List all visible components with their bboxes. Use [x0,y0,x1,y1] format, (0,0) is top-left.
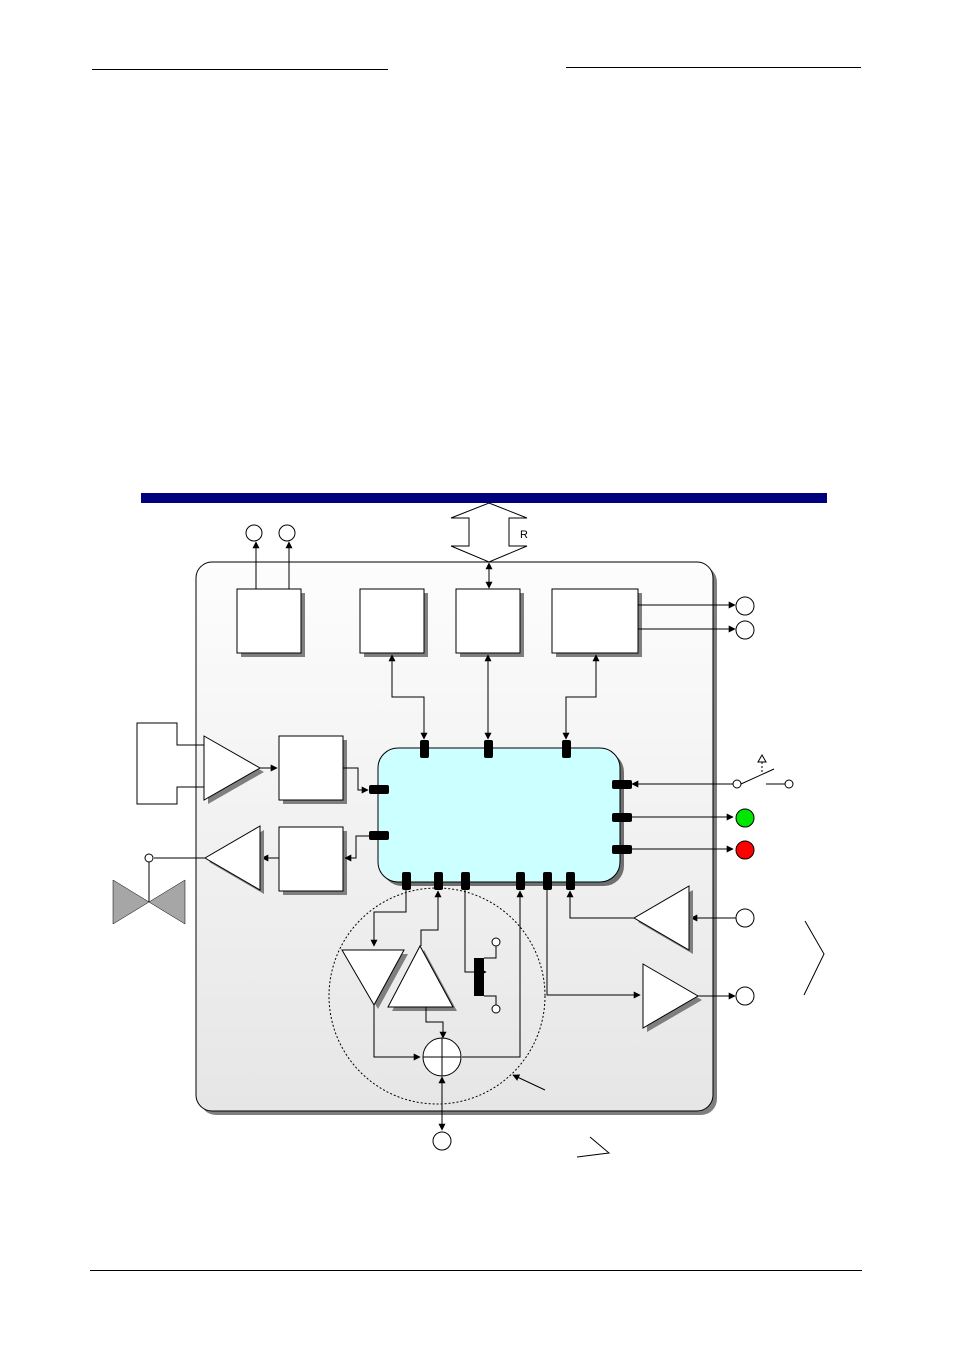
valve-icon [112,879,186,925]
output-amp [204,825,261,891]
switch-node-left [732,779,742,789]
adc-block [278,735,344,801]
terminal-input-right [735,908,755,928]
input-amp [203,735,262,801]
core-pins [369,740,632,890]
terminal-top-1 [245,524,263,542]
figure-title-bar [141,493,827,503]
switch-actuator-icon [757,753,767,763]
connector-adc-core [343,767,369,794]
terminal-output-right [735,986,755,1006]
right-input-amp [633,885,690,951]
led-green-icon [735,808,755,828]
connector-block2-core [388,654,428,740]
core-block [377,747,621,883]
terminal-right-2 [735,620,755,640]
connector-core-outamp [546,890,641,999]
connector-core-dac [344,835,369,862]
connector-tri2-sum [425,1007,447,1039]
connector-tri2-core [420,890,442,946]
potentiometer [474,958,484,996]
sensor-bracket [136,722,204,805]
callout-bottom-right [576,1136,611,1158]
dac-block [278,826,344,892]
top-blocks [236,588,642,657]
terminal-right-1 [735,596,755,616]
valve-stem-node [144,853,154,863]
terminal-top-2 [278,524,296,542]
connector-core-tri1 [370,890,407,947]
led-red-icon [735,840,755,860]
up-triangle [387,944,454,1008]
connector-tri1-sum [373,1005,421,1061]
connector-block4-core [562,654,600,740]
analog-group-outline [328,887,546,1105]
pot-lead-bottom [484,995,497,1005]
switch-node-right [784,779,794,789]
pot-node-top [491,937,501,947]
pot-lead-top [484,946,497,959]
down-triangle [341,949,405,1007]
connector-inamp-core [566,890,634,919]
bus-arrow [450,502,528,563]
footer-rule [90,1270,862,1271]
switch-blade [740,768,775,785]
bus-label: R [520,529,528,541]
terminal-bottom [432,1131,452,1151]
connector-sum-core [462,890,524,1058]
pot-node-bottom [491,1004,501,1014]
right-bracket [803,920,825,996]
header-rule-left [92,69,388,70]
right-output-amp [642,963,699,1029]
header-rule-right [566,67,861,68]
callout-arrow-group [512,1074,546,1091]
